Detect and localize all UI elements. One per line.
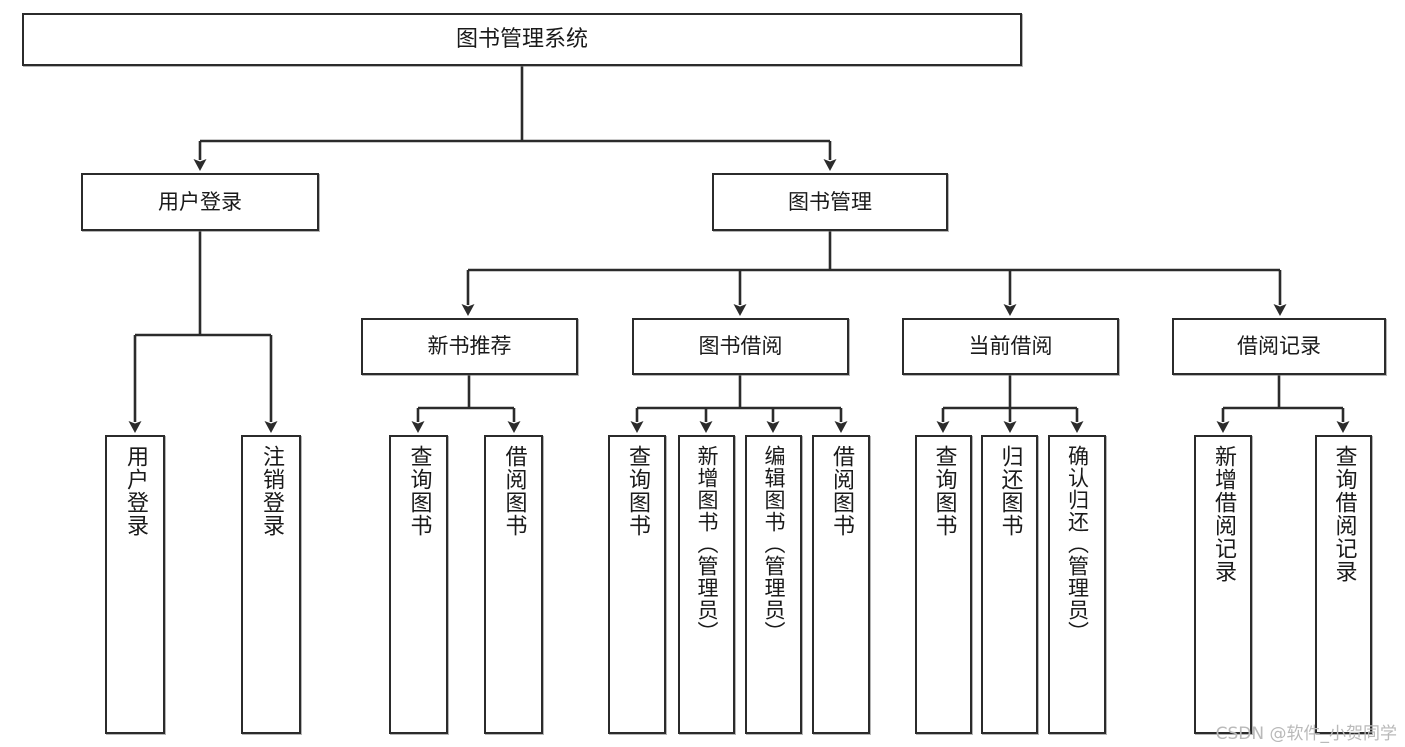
node-borrow-record-label: 借阅记录 xyxy=(1237,334,1321,359)
leaf-node[interactable]: 确认归还（管理员） xyxy=(1048,435,1106,734)
leaf-node[interactable]: 新增图书（管理员） xyxy=(678,435,735,734)
node-book-borrow[interactable]: 图书借阅 xyxy=(632,318,849,375)
node-user-login[interactable]: 用户登录 xyxy=(81,173,319,231)
node-new-book-recommend-label: 新书推荐 xyxy=(427,334,512,359)
node-user-login-label: 用户登录 xyxy=(158,189,242,214)
leaf-node-label: 编辑图书（管理员） xyxy=(762,445,786,643)
leaf-node[interactable]: 借阅图书 xyxy=(484,435,543,734)
csdn-watermark: CSDN @软件_小贺同学 xyxy=(1215,724,1397,744)
node-root[interactable]: 图书管理系统 xyxy=(22,13,1022,66)
leaf-node[interactable]: 归还图书 xyxy=(981,435,1038,734)
leaf-node[interactable]: 借阅图书 xyxy=(812,435,870,734)
leaf-node-label: 归还图书 xyxy=(997,445,1023,537)
node-book-management-label: 图书管理 xyxy=(788,189,872,214)
leaf-node-label: 确认归还（管理员） xyxy=(1065,445,1090,643)
leaf-node-label: 借阅图书 xyxy=(829,445,854,537)
leaf-node-label: 查询图书 xyxy=(406,445,432,537)
node-book-borrow-label: 图书借阅 xyxy=(698,334,783,359)
leaf-node-label: 新增借阅记录 xyxy=(1211,445,1236,583)
node-current-borrow[interactable]: 当前借阅 xyxy=(902,318,1119,375)
leaf-node[interactable]: 查询图书 xyxy=(608,435,666,734)
leaf-node[interactable]: 编辑图书（管理员） xyxy=(745,435,802,734)
node-book-management[interactable]: 图书管理 xyxy=(712,173,948,231)
leaf-node-label: 注销登录 xyxy=(259,445,284,537)
leaf-node[interactable]: 查询图书 xyxy=(389,435,448,734)
leaf-node-label: 查询借阅记录 xyxy=(1331,445,1357,583)
node-borrow-record[interactable]: 借阅记录 xyxy=(1172,318,1386,375)
leaf-node[interactable]: 用户登录 xyxy=(105,435,165,734)
leaf-node-label: 新增图书（管理员） xyxy=(695,445,719,643)
leaf-node[interactable]: 新增借阅记录 xyxy=(1194,435,1252,734)
leaf-node-label: 查询图书 xyxy=(625,445,650,537)
leaf-node[interactable]: 注销登录 xyxy=(241,435,301,734)
leaf-node-label: 用户登录 xyxy=(123,445,148,537)
leaf-node[interactable]: 查询借阅记录 xyxy=(1315,435,1372,734)
node-new-book-recommend[interactable]: 新书推荐 xyxy=(361,318,578,375)
leaf-node-label: 借阅图书 xyxy=(501,445,527,537)
node-current-borrow-label: 当前借阅 xyxy=(968,334,1053,359)
leaf-node[interactable]: 查询图书 xyxy=(915,435,972,734)
node-root-label: 图书管理系统 xyxy=(455,26,588,52)
leaf-node-label: 查询图书 xyxy=(931,445,957,537)
